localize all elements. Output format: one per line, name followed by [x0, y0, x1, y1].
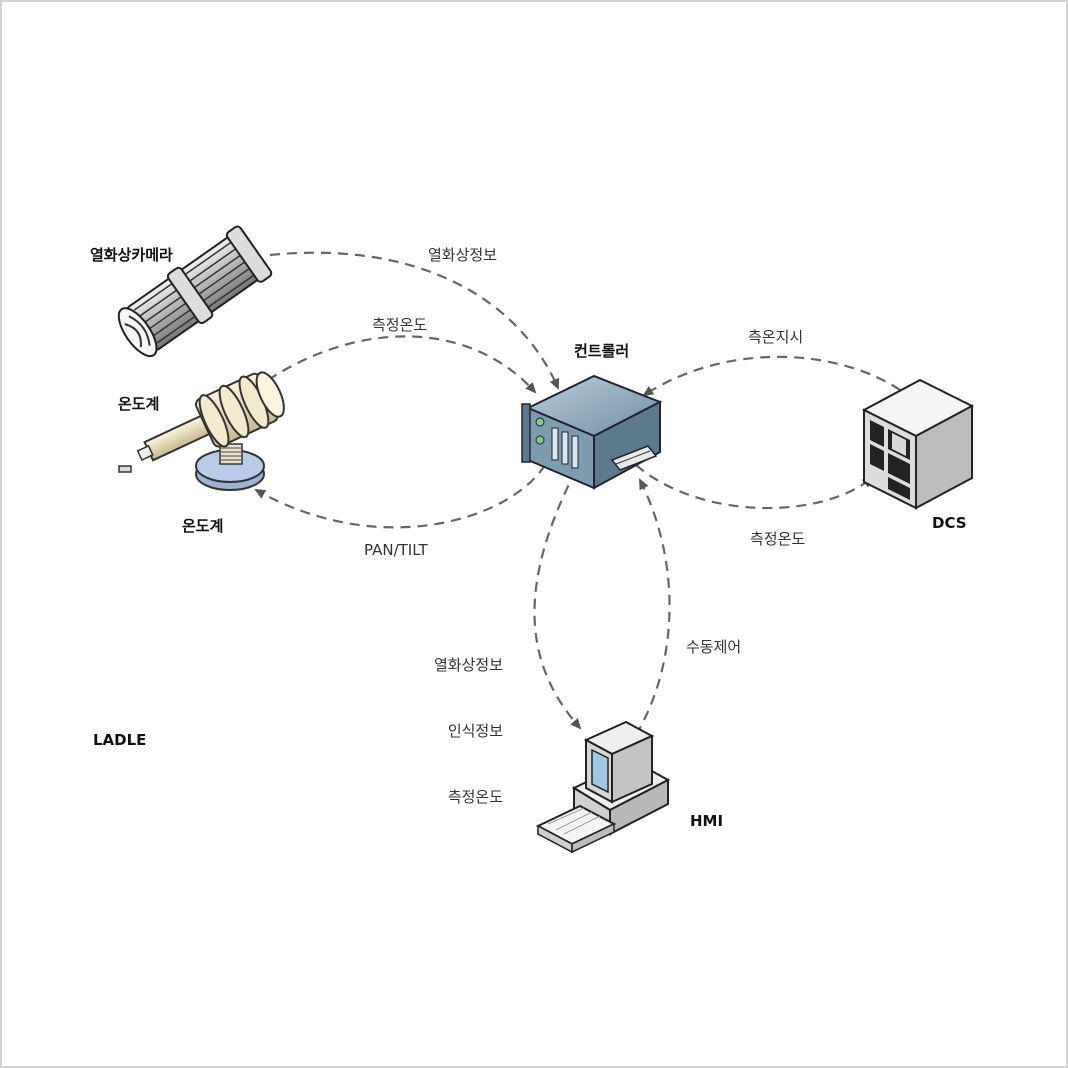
dcs-label: DCS [932, 514, 967, 532]
thermal-camera-icon [117, 225, 273, 358]
thermal-camera-label: 열화상카메라 [90, 246, 173, 264]
edge-controller-to-thermometer [254, 464, 546, 529]
edge-hmi-to-controller [635, 478, 671, 736]
edge-label-hmi-line-3: 측정온도 [447, 788, 504, 806]
controller-icon [521, 374, 663, 490]
edge-dcs-to-controller [642, 355, 901, 397]
edge-camera-to-controller [269, 251, 560, 390]
edge-label-controller-to-dcs: 측정온도 [750, 530, 806, 548]
edge-controller-to-hmi [533, 469, 582, 730]
edge-label-hmi-line-2: 인식정보 [447, 722, 504, 740]
hmi-icon [535, 720, 671, 854]
controller-label: 컨트롤러 [574, 342, 630, 360]
edge-controller-to-dcs [635, 464, 874, 510]
edge-label-hmi-line-1: 열화상정보 [434, 656, 504, 674]
thermometer-label-top: 온도계 [118, 395, 160, 413]
edge-label-controller-to-hmi: 열화상정보 인식정보 측정온도 [434, 610, 503, 830]
dcs-icon [861, 378, 975, 510]
thermometer-label-bottom: 온도계 [182, 517, 224, 535]
edge-label-hmi-to-controller: 수동제어 [686, 638, 742, 656]
thermometer-icon [118, 371, 285, 491]
edge-label-controller-to-thermometer: PAN/TILT [364, 541, 428, 559]
hmi-label: HMI [690, 812, 724, 830]
edge-label-camera-to-controller: 열화상정보 [428, 246, 498, 264]
edge-label-dcs-to-controller: 측온지시 [748, 328, 804, 346]
edge-label-thermometer-to-controller: 측정온도 [372, 316, 428, 334]
ladle-label: LADLE [93, 731, 147, 749]
edge-thermometer-to-controller [267, 335, 537, 394]
